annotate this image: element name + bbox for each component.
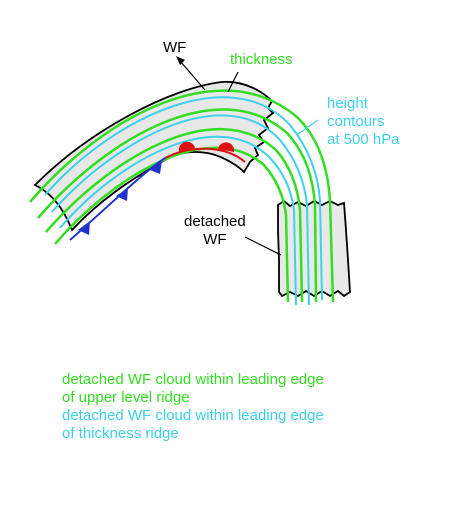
height-label-line1: height bbox=[327, 95, 368, 112]
cold-front-triangle-2 bbox=[116, 188, 128, 201]
thickness-line-2 bbox=[37, 108, 318, 303]
cold-front-triangle-1 bbox=[150, 160, 162, 174]
thickness-line-3 bbox=[45, 127, 304, 303]
height-contour-2 bbox=[51, 114, 310, 306]
caption-line-1: detached WF cloud within leading edge bbox=[62, 371, 324, 388]
thickness-line-1 bbox=[29, 89, 335, 303]
detached-leader-line bbox=[244, 236, 282, 256]
detached-label-line1: detached bbox=[184, 213, 246, 230]
height-contour-3 bbox=[59, 135, 297, 306]
thickness-leader-line bbox=[227, 71, 239, 93]
height-label-line2: contours bbox=[327, 113, 385, 130]
warm-front-semicircle-2 bbox=[218, 142, 235, 152]
warm-front-semicircle-1 bbox=[178, 141, 195, 152]
caption-line-2: of upper level ridge bbox=[62, 389, 190, 406]
warm-front-line bbox=[164, 147, 246, 163]
wf-label: WF bbox=[163, 39, 187, 56]
height-contour-1 bbox=[44, 96, 323, 301]
cold-front-triangle-3 bbox=[78, 221, 90, 235]
caption-line-3: detached WF cloud within leading edge bbox=[62, 407, 324, 424]
detached-label-line2: WF bbox=[203, 231, 227, 248]
detached-wf-label: detached WF bbox=[184, 213, 246, 249]
height-label-line3: at 500 hPa bbox=[327, 131, 400, 148]
caption-line-4: of thickness ridge bbox=[62, 425, 179, 442]
caption: detached WF cloud within leading edge of… bbox=[62, 371, 324, 443]
height-contours-label: height contours at 500 hPa bbox=[327, 95, 400, 149]
thickness-label: thickness bbox=[230, 51, 293, 68]
wf-leader-line bbox=[180, 61, 206, 91]
height-leader-line bbox=[297, 119, 319, 135]
wf-leader-arrowhead bbox=[176, 56, 185, 65]
